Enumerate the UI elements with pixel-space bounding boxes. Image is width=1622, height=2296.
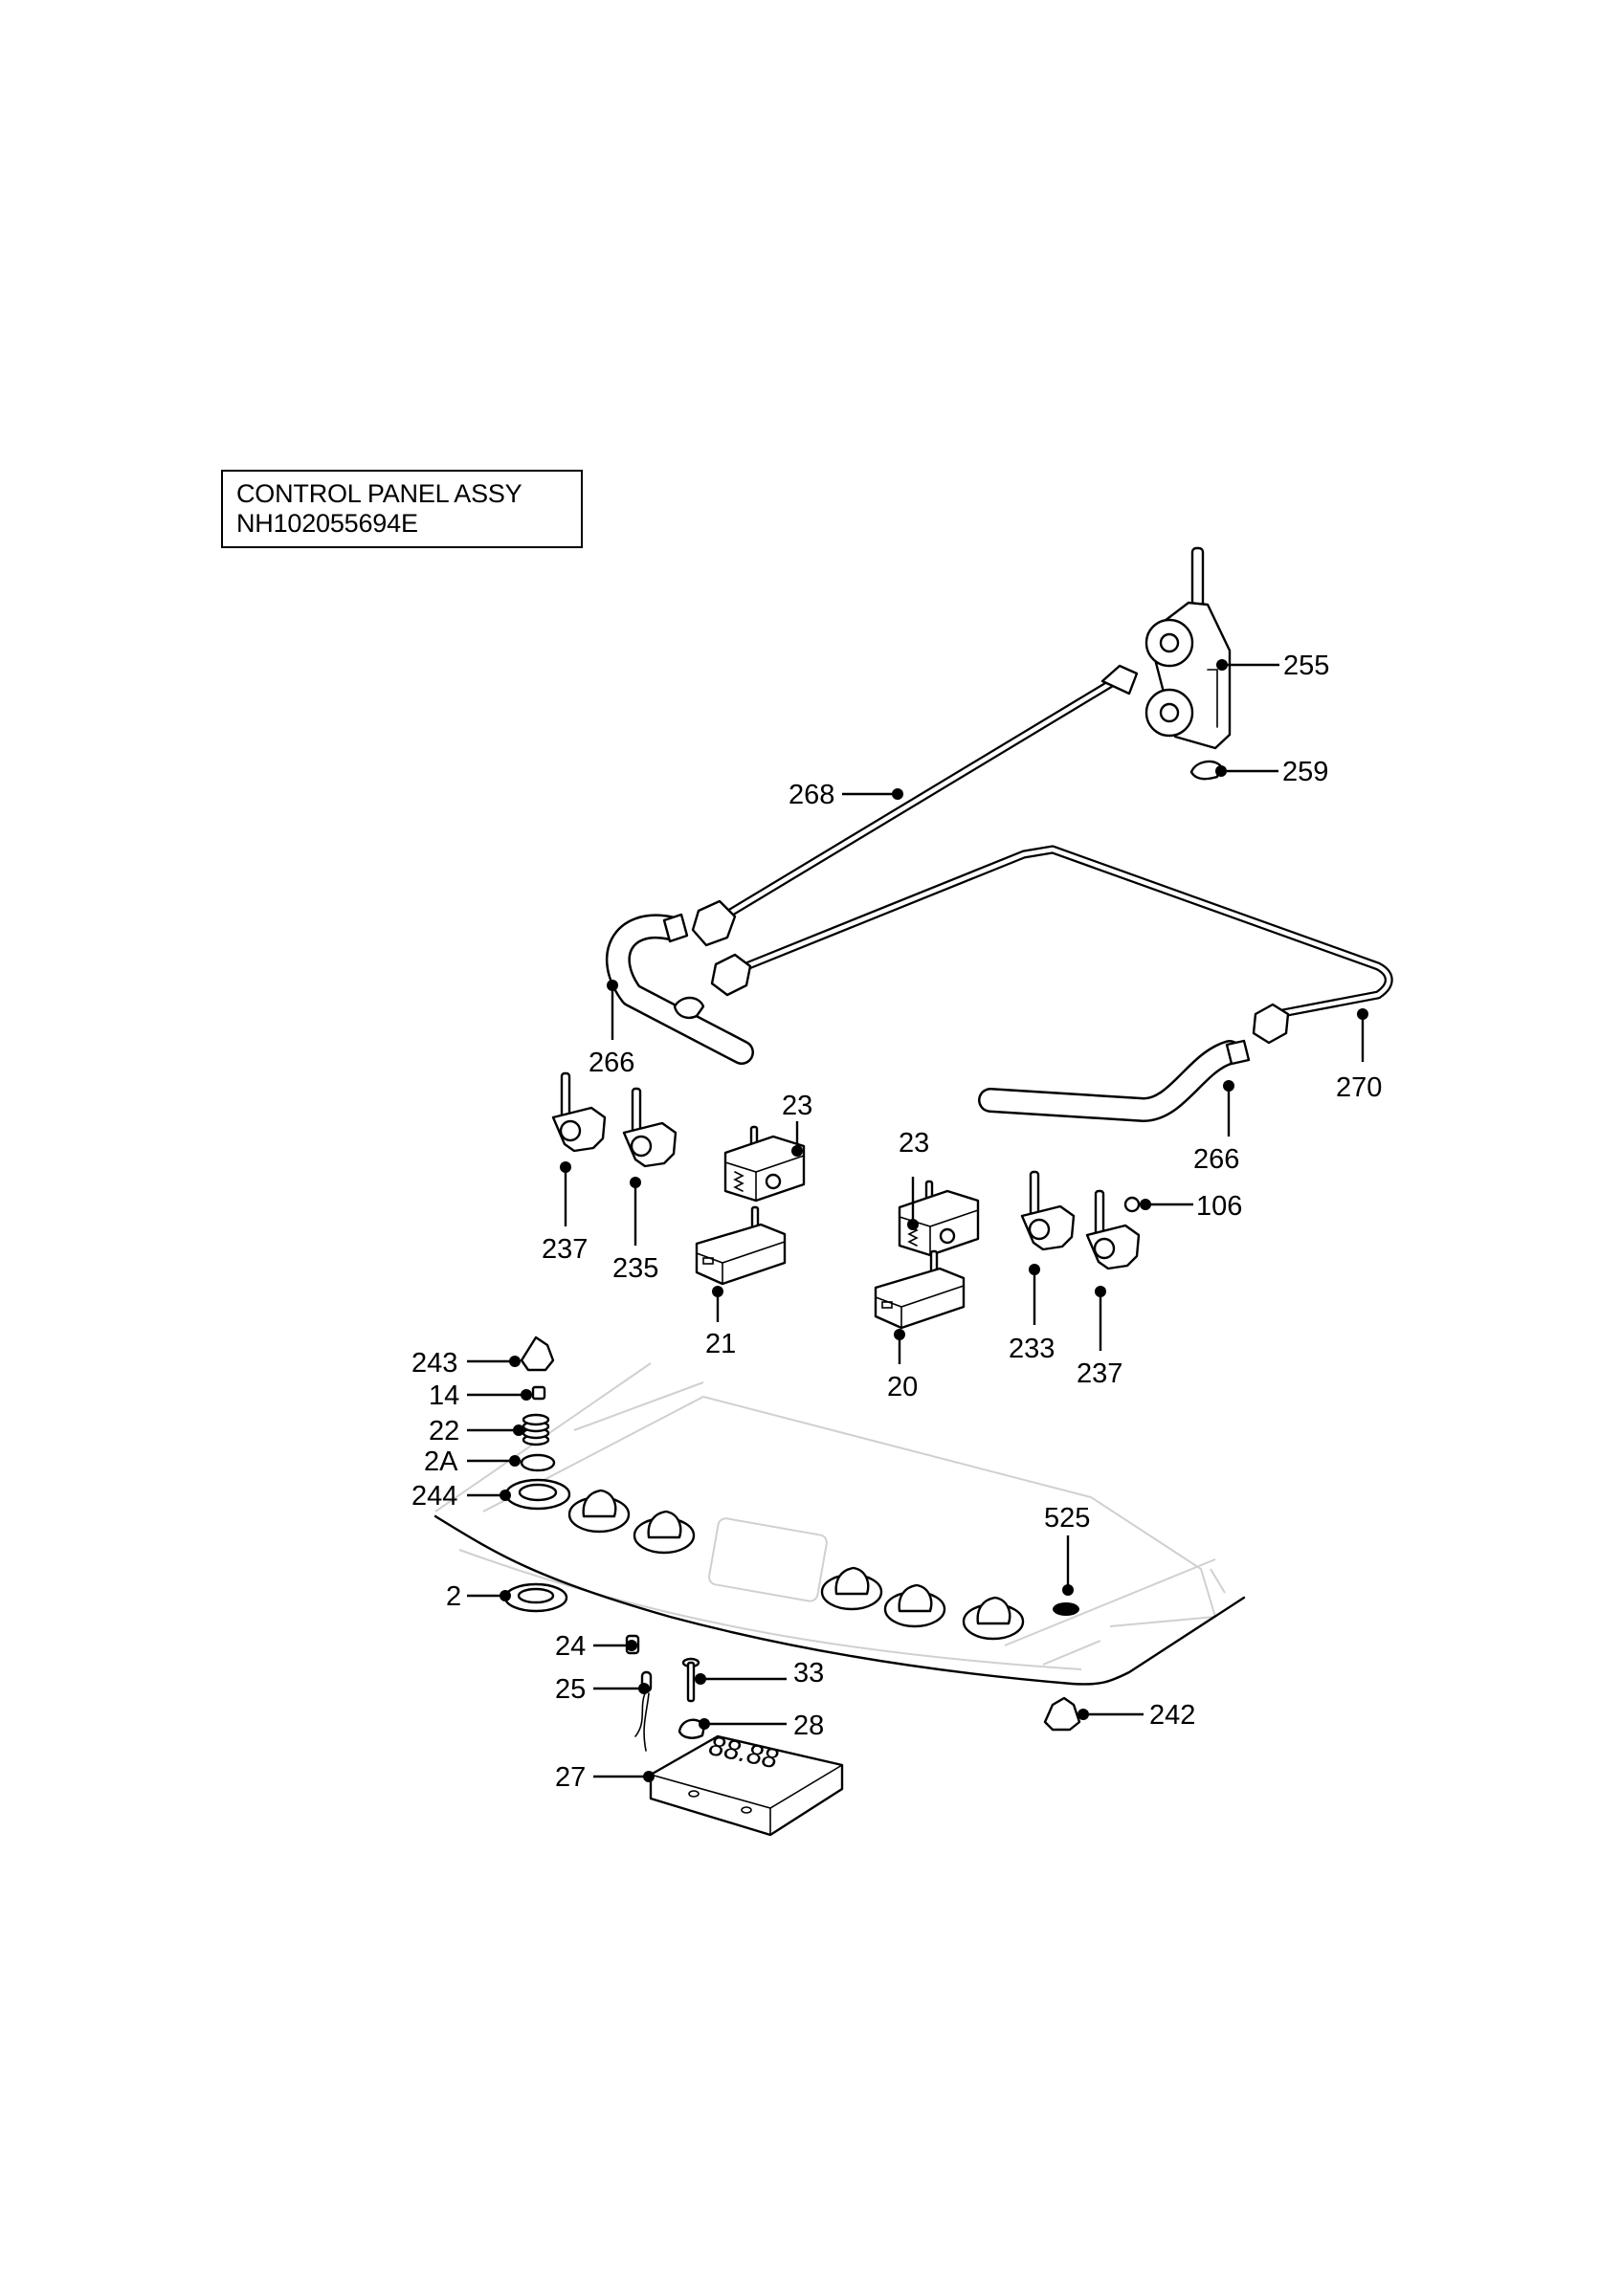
callout-24: 24 bbox=[555, 1631, 586, 1662]
callout-106: 106 bbox=[1196, 1191, 1242, 1222]
clip-28 bbox=[678, 1718, 706, 1739]
control-panel-outline bbox=[434, 1362, 1226, 1670]
push-button-525 bbox=[1053, 1602, 1079, 1616]
bezel-2 bbox=[503, 1582, 568, 1613]
callout-235: 235 bbox=[612, 1253, 658, 1284]
pipe-270 bbox=[710, 845, 1393, 1045]
callout-259: 259 bbox=[1282, 757, 1328, 787]
insert-14 bbox=[531, 1385, 546, 1401]
valve-237-left bbox=[551, 1071, 607, 1153]
callout-237-right: 237 bbox=[1077, 1358, 1122, 1389]
callout-23-left: 23 bbox=[782, 1091, 812, 1121]
leader-lines bbox=[467, 659, 1368, 1782]
callout-525: 525 bbox=[1044, 1503, 1090, 1534]
panel-knob-4 bbox=[883, 1583, 946, 1628]
callout-27: 27 bbox=[555, 1762, 586, 1793]
hose-266-left bbox=[605, 913, 754, 1065]
callout-242: 242 bbox=[1149, 1700, 1195, 1731]
callout-270: 270 bbox=[1336, 1072, 1382, 1103]
regulator-23-right bbox=[898, 1180, 980, 1257]
bezel-244 bbox=[504, 1478, 571, 1511]
knob-group bbox=[567, 1489, 1025, 1641]
callout-21: 21 bbox=[705, 1329, 736, 1359]
panel-knob-1 bbox=[567, 1489, 631, 1534]
callout-20: 20 bbox=[887, 1372, 918, 1402]
valve-237-right bbox=[1085, 1189, 1141, 1270]
pipe-268 bbox=[691, 664, 1139, 947]
callout-268: 268 bbox=[789, 780, 834, 810]
callout-237-left: 237 bbox=[542, 1234, 588, 1265]
callout-233: 233 bbox=[1009, 1334, 1055, 1364]
title-line-1: CONTROL PANEL ASSY bbox=[236, 479, 522, 508]
panel-knob-2 bbox=[633, 1510, 696, 1555]
spring-22 bbox=[522, 1413, 550, 1446]
valve-233 bbox=[1020, 1170, 1076, 1251]
spring-ball-106 bbox=[1123, 1196, 1141, 1213]
switch-21 bbox=[695, 1205, 787, 1286]
ring-2A bbox=[520, 1453, 556, 1472]
callout-255: 255 bbox=[1283, 651, 1329, 681]
callout-14: 14 bbox=[429, 1380, 459, 1411]
panel-knob-3 bbox=[820, 1566, 883, 1611]
bracket-242 bbox=[1043, 1696, 1081, 1732]
hose-266-right bbox=[978, 1039, 1251, 1122]
callout-28: 28 bbox=[793, 1711, 824, 1741]
control-panel-front-edge bbox=[433, 1514, 1246, 1686]
callout-244: 244 bbox=[411, 1481, 457, 1512]
switch-20 bbox=[874, 1249, 966, 1330]
callout-243: 243 bbox=[411, 1348, 457, 1379]
callout-2: 2 bbox=[446, 1581, 461, 1612]
callout-22: 22 bbox=[429, 1416, 459, 1446]
title-box: CONTROL PANEL ASSY NH102055694E bbox=[221, 470, 583, 548]
knob-243 bbox=[520, 1336, 555, 1372]
callout-23-right: 23 bbox=[899, 1128, 929, 1159]
callout-2A: 2A bbox=[424, 1446, 458, 1477]
callout-33: 33 bbox=[793, 1658, 824, 1689]
callout-25: 25 bbox=[555, 1674, 586, 1705]
regulator-23-left bbox=[723, 1125, 806, 1203]
panel-knob-5 bbox=[962, 1596, 1025, 1641]
pin-33 bbox=[681, 1657, 700, 1703]
clock-timer-27: 88.88 bbox=[649, 1731, 844, 1837]
valve-235 bbox=[622, 1087, 678, 1168]
callout-266-right: 266 bbox=[1193, 1144, 1239, 1175]
gas-valve-255 bbox=[1144, 546, 1232, 750]
callout-labels: 255 259 268 266 270 266 23 23 106 237 23… bbox=[411, 651, 1382, 1793]
callout-266-left: 266 bbox=[589, 1048, 634, 1078]
title-line-2: NH102055694E bbox=[236, 509, 418, 538]
